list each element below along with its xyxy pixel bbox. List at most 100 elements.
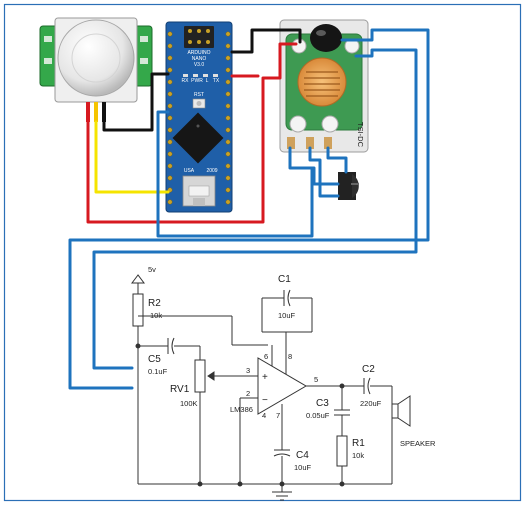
r1-resistor — [336, 435, 348, 467]
r2-label: R2 — [148, 298, 161, 309]
wire-black-module — [230, 28, 302, 54]
module-label: TSI-DC — [356, 122, 365, 148]
pin-5: 5 — [314, 375, 318, 384]
header-pin — [167, 31, 173, 37]
pir-pin-black — [102, 102, 106, 122]
header-pin — [225, 43, 231, 49]
header-pin — [225, 151, 231, 157]
header-pin — [225, 91, 231, 97]
mic-component — [310, 24, 342, 52]
header-pin — [167, 79, 173, 85]
header-pin — [167, 55, 173, 61]
arduino-nano: ARDUINO NANO V3.0 RX PWR L TX RST USA 20… — [165, 21, 233, 213]
c4-value: 10uF — [294, 463, 312, 472]
c3-label: C3 — [316, 398, 329, 409]
header-pin — [225, 175, 231, 181]
c1-label: C1 — [278, 274, 291, 285]
header-pin — [167, 43, 173, 49]
nano-pin-label-pwr: PWR — [191, 78, 203, 84]
pin-6: 6 — [264, 352, 268, 361]
schematic-labels: 5v R2 10k C5 0.1uF RV1 100K C1 10uF 6 8 … — [148, 265, 436, 472]
header-pin — [225, 55, 231, 61]
c5-value: 0.1uF — [148, 367, 168, 376]
header-pin — [225, 139, 231, 145]
transistor — [338, 172, 359, 200]
nano-rst-label: RST — [194, 92, 204, 98]
header-pin — [167, 139, 173, 145]
nano-title-1: ARDUINO — [187, 50, 210, 56]
pin-3: 3 — [246, 366, 250, 375]
header-pin — [225, 187, 231, 193]
pin-4: 4 — [262, 411, 266, 420]
nano-left-header — [167, 31, 173, 205]
pir-pin-red — [86, 102, 90, 122]
r2-resistor — [132, 293, 144, 327]
outer-frame — [3, 3, 522, 502]
header-pin — [167, 67, 173, 73]
amplifier-schematic — [131, 274, 411, 501]
wires — [68, 28, 430, 390]
pir-sensor — [39, 17, 153, 122]
r1-label: R1 — [352, 438, 365, 449]
opamp-minus: − — [262, 395, 268, 406]
rv1-value: 100K — [180, 399, 198, 408]
header-pin — [167, 91, 173, 97]
nano-title-3: V3.0 — [194, 62, 205, 68]
pin-7: 7 — [276, 411, 280, 420]
pin-2: 2 — [246, 389, 250, 398]
ldr-sensor — [297, 57, 347, 107]
nano-year-label: 2009 — [206, 168, 217, 174]
header-pin — [167, 151, 173, 157]
wire-blue-upper — [68, 28, 430, 390]
header-pin — [167, 115, 173, 121]
pin-8: 8 — [288, 352, 292, 361]
c4-label: C4 — [296, 450, 309, 461]
wire-black-pir — [102, 72, 170, 132]
lm386-opamp — [257, 357, 307, 415]
wire-blue-transistor-3 — [326, 146, 348, 174]
header-pin — [167, 127, 173, 133]
wire-blue-nano — [156, 110, 314, 238]
wire-red-pir — [86, 42, 298, 224]
wire-blue-lower — [92, 48, 418, 370]
nano-right-header — [225, 31, 231, 205]
nano-pin-label-tx: TX — [213, 78, 220, 84]
header-pin — [225, 31, 231, 37]
nano-title-2: NANO — [192, 56, 207, 62]
header-pin — [225, 199, 231, 205]
pir-dome — [57, 19, 135, 97]
header-pin — [225, 103, 231, 109]
rv1-label: RV1 — [170, 384, 190, 395]
wire-blue-transistor — [288, 146, 340, 186]
c2-value: 220uF — [360, 399, 382, 408]
opamp-plus: + — [262, 372, 268, 383]
c3-value: 0.05uF — [306, 411, 330, 420]
r2-value: 10k — [150, 311, 162, 320]
header-pin — [167, 199, 173, 205]
c1-value: 10uF — [278, 311, 296, 320]
header-pin — [225, 163, 231, 169]
header-pin — [225, 67, 231, 73]
wire-yellow — [94, 120, 170, 194]
nano-pin-label-l: L — [206, 78, 209, 84]
nano-usb-label: USA — [184, 168, 195, 174]
sound-module: TSI-DC — [279, 19, 369, 153]
ic-label: LM386 — [230, 405, 253, 414]
pir-pin-yellow — [94, 102, 98, 122]
supply-label: 5v — [148, 265, 156, 274]
speaker-label: SPEAKER — [400, 439, 436, 448]
supply-symbol — [131, 274, 145, 284]
r1-value: 10k — [352, 451, 364, 460]
header-pin — [225, 127, 231, 133]
rv1-potentiometer — [194, 359, 206, 393]
wire-blue-transistor-2 — [308, 146, 340, 198]
nano-pin-label-rx: RX — [182, 78, 190, 84]
c5-label: C5 — [148, 354, 161, 365]
speaker — [391, 403, 399, 419]
header-pin — [167, 163, 173, 169]
header-pin — [167, 103, 173, 109]
header-pin — [167, 175, 173, 181]
nano-mcu-chip — [172, 112, 224, 164]
